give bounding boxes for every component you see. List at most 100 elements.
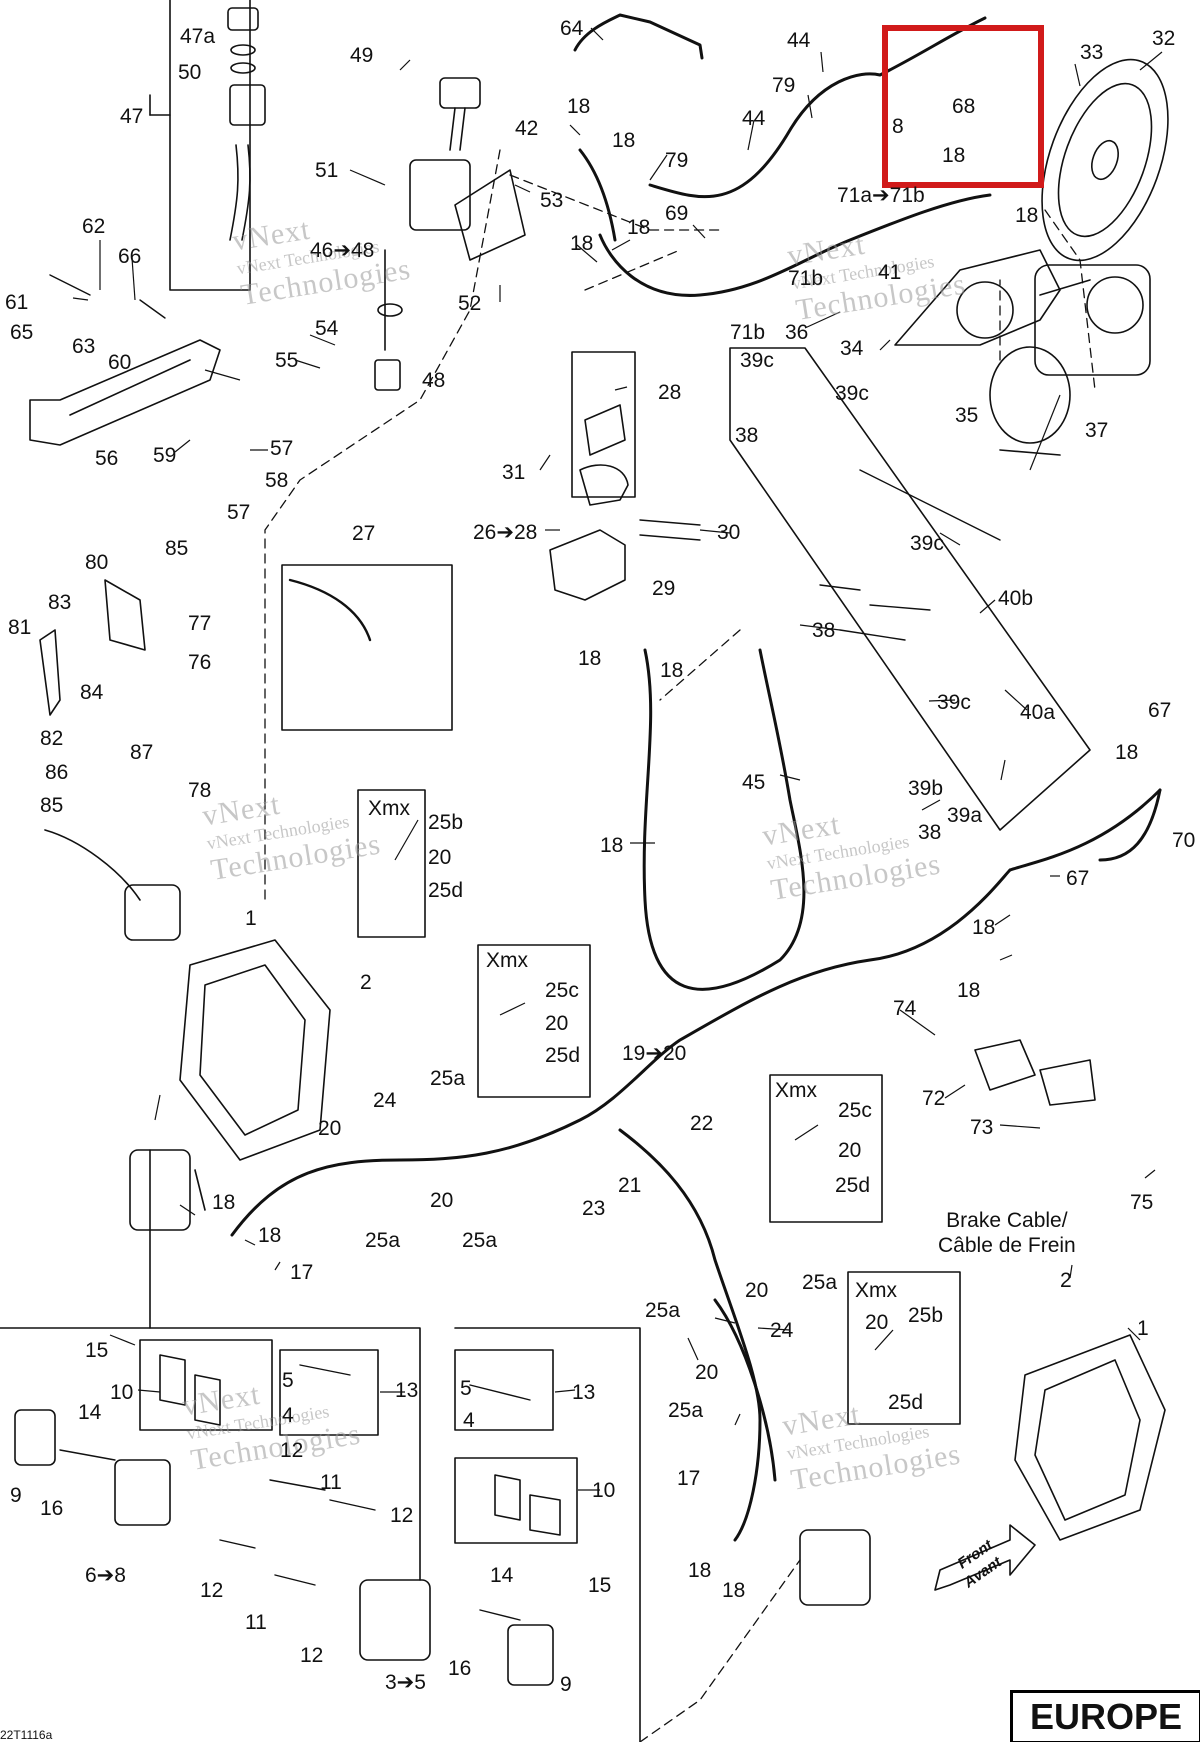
part-label: 20 xyxy=(838,1139,862,1162)
part-label: 48 xyxy=(422,369,446,392)
part-label: 34 xyxy=(840,337,864,360)
part-label: 25c xyxy=(545,979,579,1002)
part-label: 16 xyxy=(40,1497,64,1520)
part-label: 69 xyxy=(665,202,689,225)
caliper-6-8 xyxy=(114,1459,171,1526)
part-label: 76 xyxy=(188,651,212,674)
part-label: 40a xyxy=(1020,701,1056,724)
part-label: 74 xyxy=(893,997,917,1020)
part-label: 38 xyxy=(735,424,759,447)
part-label: 26➔28 xyxy=(473,521,538,544)
part-label: 18 xyxy=(972,916,996,939)
part-label: 51 xyxy=(315,159,339,182)
pads-10-left xyxy=(159,1354,221,1426)
distribution-block-72 xyxy=(974,1039,1096,1106)
part-label: 71b xyxy=(730,321,766,344)
part-label: 39c xyxy=(835,382,869,405)
part-label: 70 xyxy=(1172,829,1196,852)
part-label: 35 xyxy=(955,404,979,427)
part-label: 10 xyxy=(592,1479,616,1502)
part-label: 20 xyxy=(695,1361,719,1384)
highlight-box xyxy=(882,25,1044,188)
caliper-9-left xyxy=(14,1409,56,1466)
part-label: 18 xyxy=(212,1191,236,1214)
part-label: 25a xyxy=(645,1299,681,1322)
part-label: 56 xyxy=(95,447,119,470)
front-direction-arrow: Front Avant xyxy=(954,1536,1005,1592)
master-cylinder-26 xyxy=(549,404,629,601)
part-label: 57 xyxy=(270,437,294,460)
lever-27 xyxy=(288,578,372,642)
part-label: 62 xyxy=(82,215,106,238)
brake-cable-label: Brake Cable/ Câble de Frein xyxy=(938,1209,1076,1257)
part-label: 85 xyxy=(165,537,189,560)
callout-box-pads-10-right xyxy=(454,1457,578,1544)
part-label: 9 xyxy=(560,1673,572,1696)
callout-box-lever-27 xyxy=(281,564,453,731)
part-label: 19➔20 xyxy=(622,1042,687,1065)
part-label: 18 xyxy=(722,1579,746,1602)
part-label: 39b xyxy=(908,777,944,800)
part-label: 47a xyxy=(180,25,216,48)
part-label: 20 xyxy=(745,1279,769,1302)
part-label: 21 xyxy=(618,1174,642,1197)
part-label: 85 xyxy=(40,794,64,817)
part-label: 39c xyxy=(937,691,971,714)
callout-box-reservoir-28 xyxy=(571,351,636,498)
part-label: 12 xyxy=(300,1644,324,1667)
part-label: 67 xyxy=(1148,699,1172,722)
part-label: 18 xyxy=(957,979,981,1002)
part-label: 25d xyxy=(888,1391,924,1414)
callout-box-pads-10-left xyxy=(139,1339,273,1431)
part-label: 29 xyxy=(652,577,676,600)
part-label: 13 xyxy=(572,1381,596,1404)
master-cylinder-47 xyxy=(227,7,266,241)
part-label: 25a xyxy=(668,1399,704,1422)
part-label: 18 xyxy=(1015,204,1039,227)
xmx-box-2 xyxy=(477,944,591,1098)
part-label: 9 xyxy=(10,1484,22,1507)
part-label: 54 xyxy=(315,317,339,340)
part-label: 25a xyxy=(802,1271,838,1294)
pins-and-bolts xyxy=(49,274,1001,1621)
part-label: 63 xyxy=(72,335,96,358)
xmx-box-3 xyxy=(769,1074,883,1223)
part-label: 78 xyxy=(188,779,212,802)
part-label: 25a xyxy=(430,1067,466,1090)
part-label: 2 xyxy=(360,971,372,994)
part-label: 42 xyxy=(515,117,539,140)
part-label: 86 xyxy=(45,761,69,784)
part-label: 40b xyxy=(998,587,1034,610)
part-label: 79 xyxy=(665,149,689,172)
disc-1-front-left xyxy=(179,939,331,1161)
part-label: 81 xyxy=(8,616,32,639)
part-label: 18 xyxy=(570,232,594,255)
rear-master-cylinder-48 xyxy=(374,249,403,391)
part-label: 25a xyxy=(365,1229,401,1252)
part-label: 4 xyxy=(282,1404,294,1427)
caliper-3-5 xyxy=(359,1579,431,1661)
part-label: 38 xyxy=(812,619,836,642)
part-label: 75 xyxy=(1130,1191,1154,1214)
leader-lines xyxy=(72,27,1163,1491)
part-label: 1 xyxy=(245,907,257,930)
part-label: 39c xyxy=(740,349,774,372)
part-label: 49 xyxy=(350,44,374,67)
part-label: 20 xyxy=(318,1117,342,1140)
part-label: 23 xyxy=(582,1197,606,1220)
part-label: 2 xyxy=(1060,1269,1072,1292)
part-label: 18 xyxy=(1115,741,1139,764)
part-label: 47 xyxy=(120,105,144,128)
part-label: 37 xyxy=(1085,419,1109,442)
callout-box-rear-left xyxy=(0,1327,421,1581)
part-label: 30 xyxy=(717,521,741,544)
part-label: 25a xyxy=(462,1229,498,1252)
reservoir-49 xyxy=(409,77,481,231)
part-label: 14 xyxy=(490,1564,514,1587)
part-label: 71a➔71b xyxy=(837,184,925,207)
part-label: 87 xyxy=(130,741,154,764)
part-label: 18 xyxy=(578,647,602,670)
part-label: 5 xyxy=(282,1369,294,1392)
part-label: 20 xyxy=(430,1189,454,1212)
xmx-box-1 xyxy=(357,789,426,938)
